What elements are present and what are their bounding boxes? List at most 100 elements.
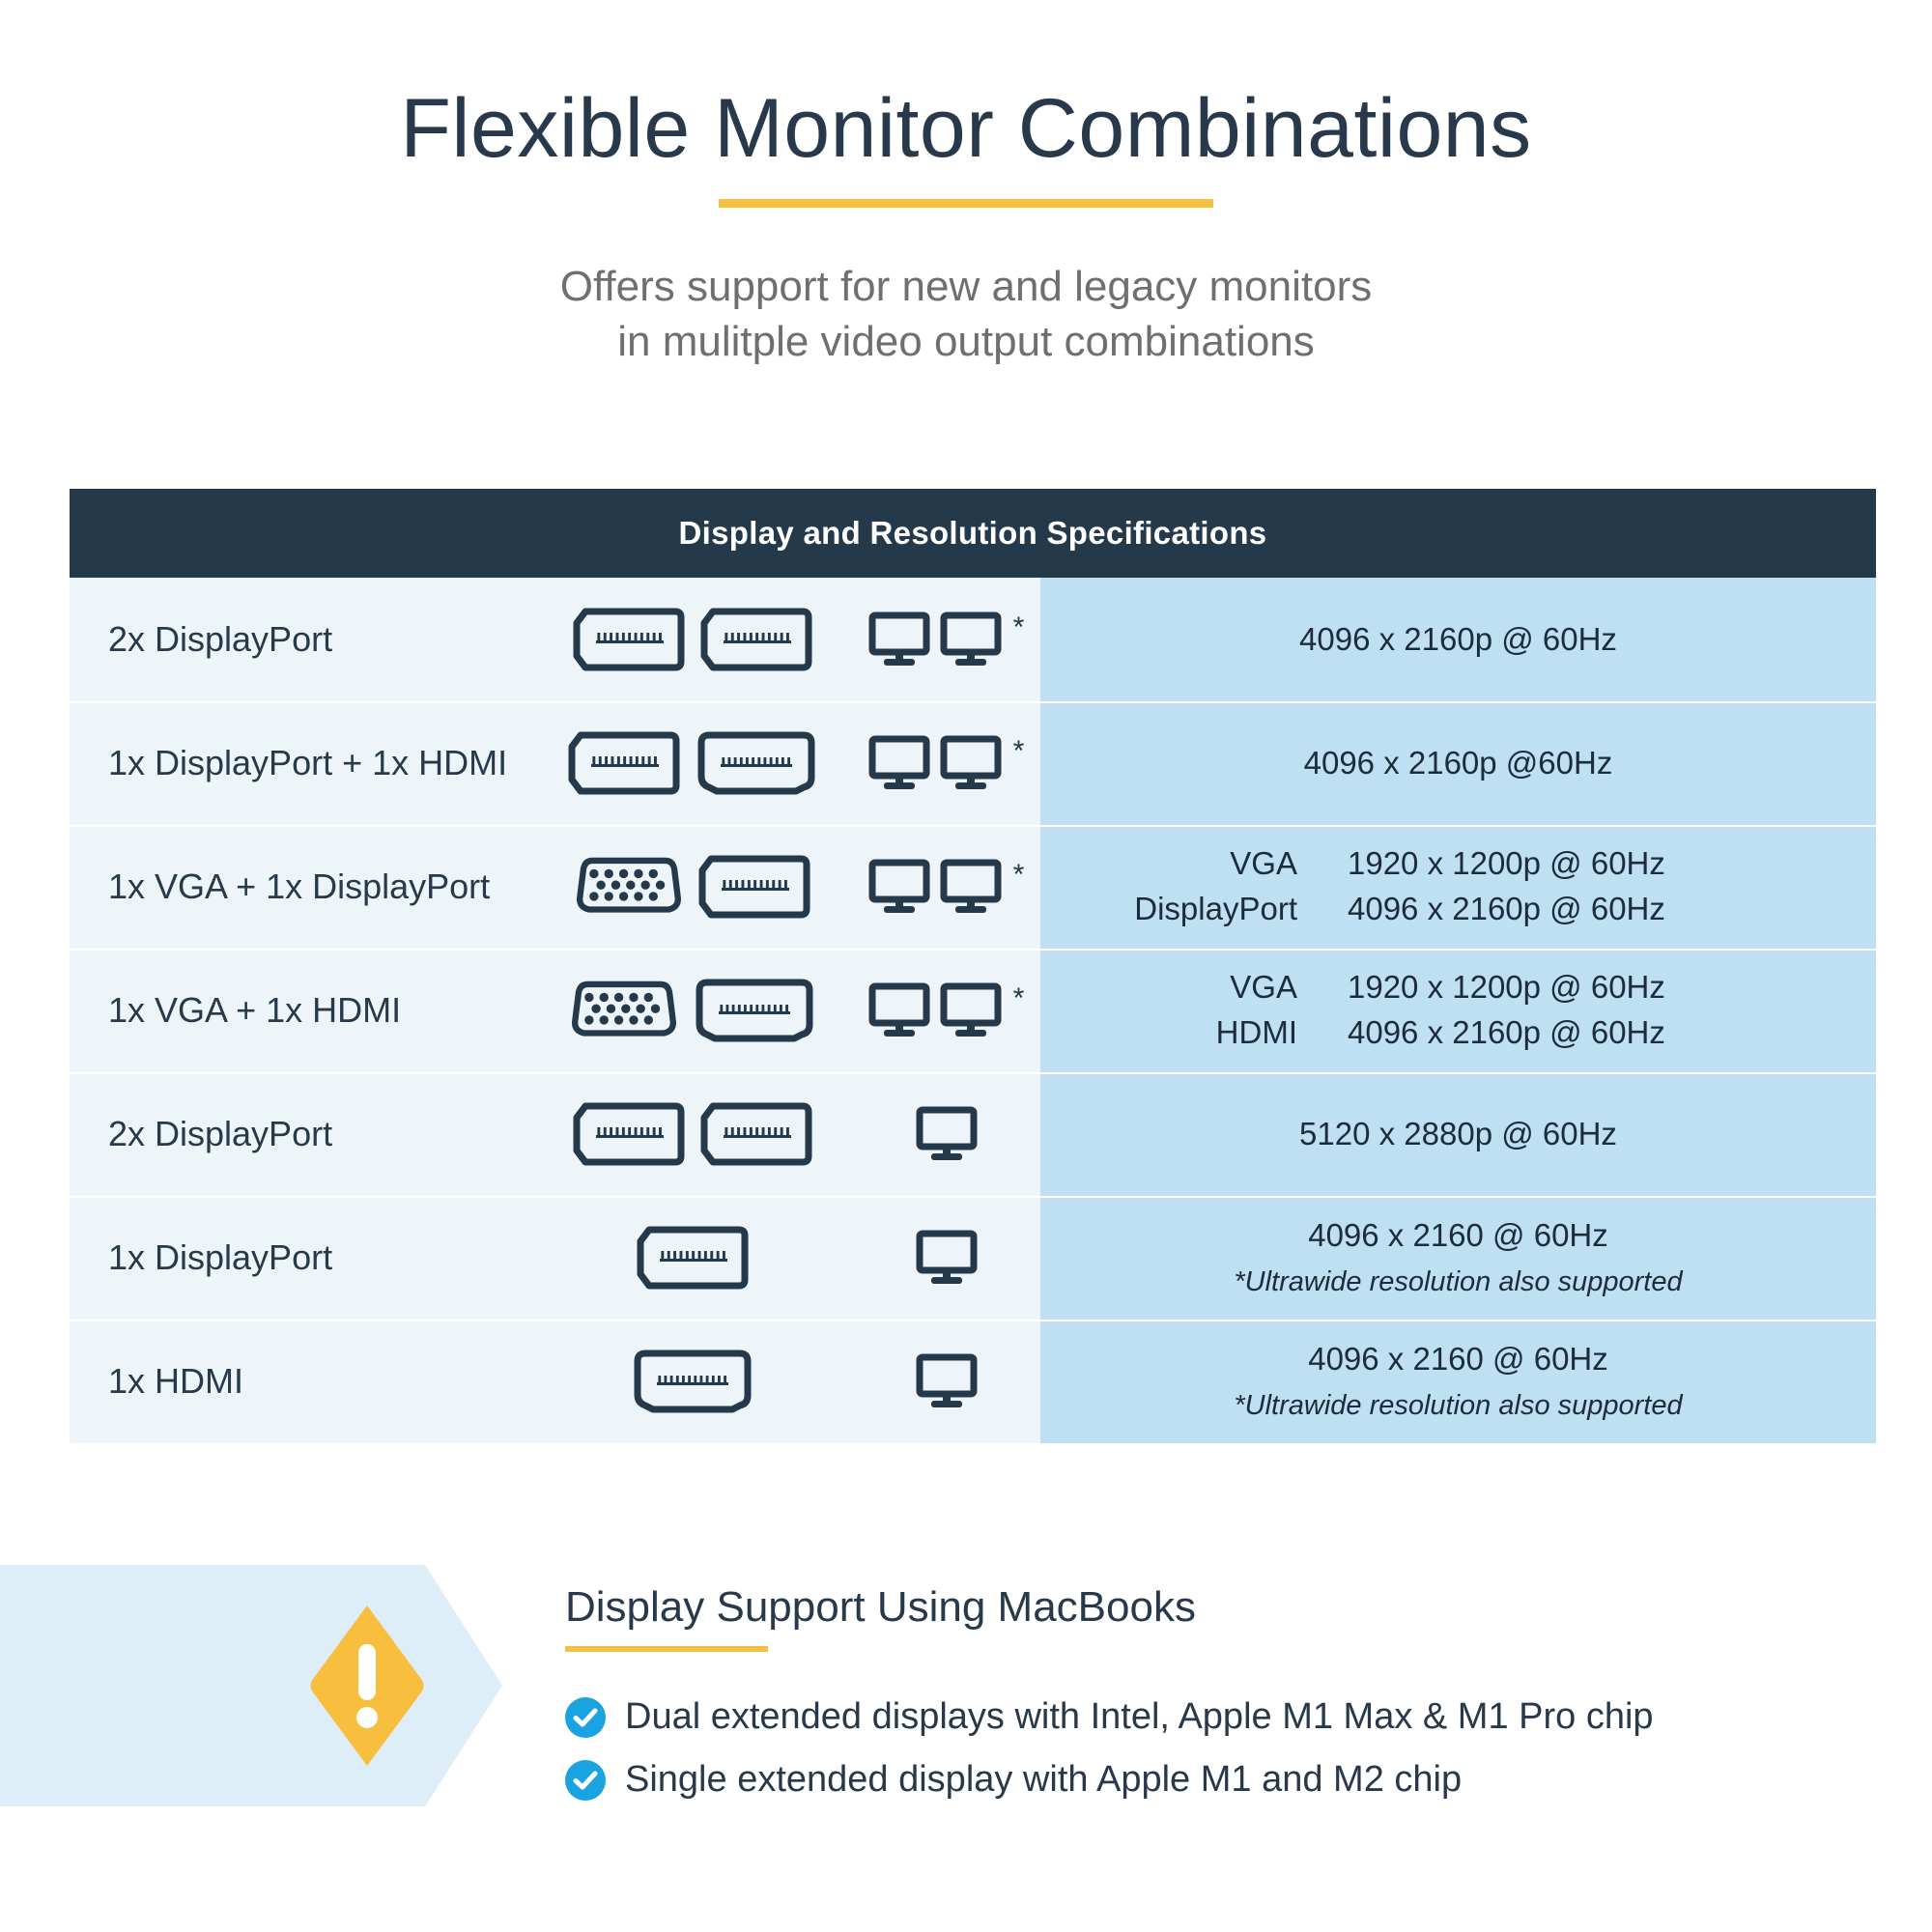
list-item: Dual extended displays with Intel, Apple…	[565, 1696, 1821, 1738]
monitor-icon	[868, 735, 930, 789]
asterisk-marker: *	[1012, 982, 1025, 1014]
displayport-connector-icon	[637, 1226, 749, 1290]
row-monitor-icons	[852, 1196, 1040, 1320]
row-resolution-cell: VGA HDMI 1920 x 1200p @ 60Hz 4096 x 2160p …	[1040, 949, 1876, 1072]
table-row: 1x DisplayPort 4096 x 2160 @ 60Hz *Ultraw…	[70, 1196, 1876, 1320]
monitor-icon	[868, 982, 930, 1037]
resolution-value: 4096 x 2160p @ 60Hz	[1299, 620, 1617, 657]
row-connector-icons	[533, 949, 852, 1072]
monitor-icon	[868, 611, 930, 666]
resolution-value: 4096 x 2160p @60Hz	[1303, 744, 1613, 781]
hdmi-connector-icon	[697, 731, 815, 795]
row-resolution-cell: 5120 x 2880p @ 60Hz	[1040, 1072, 1876, 1196]
displayport-connector-icon	[700, 608, 812, 671]
spec-table-body: 2x DisplayPort * 4096 x 2160p @ 60Hz 1x Di…	[70, 578, 1876, 1443]
resolution-text: 4096 x 2160 @ 60Hz *Ultrawide resolution …	[1040, 1337, 1876, 1426]
displayport-connector-icon	[700, 1102, 812, 1166]
check-circle-icon	[565, 1696, 606, 1738]
resolution-text: 4096 x 2160p @60Hz	[1040, 741, 1876, 786]
table-row: 1x DisplayPort + 1x HDMI *4096 x 2160p @…	[70, 701, 1876, 825]
check-circle-icon	[565, 1759, 606, 1801]
row-connector-icons	[533, 578, 852, 701]
subtitle-line-1: Offers support for new and legacy monito…	[559, 263, 1373, 311]
resolution-value: 4096 x 2160 @ 60Hz	[1308, 1340, 1608, 1377]
row-connector-icons	[533, 825, 852, 949]
asterisk-marker: *	[1012, 611, 1025, 643]
macbook-support-title: Display Support Using MacBooks	[565, 1583, 1196, 1631]
row-combination-label: 2x DisplayPort	[70, 578, 533, 701]
vga-connector-icon	[572, 980, 676, 1037]
row-monitor-icons	[852, 1320, 1040, 1443]
resolution-label: VGA	[1230, 845, 1297, 882]
row-connector-icons	[533, 701, 852, 825]
row-combination-label: 2x DisplayPort	[70, 1072, 533, 1196]
resolution-value: 5120 x 2880p @ 60Hz	[1299, 1115, 1617, 1151]
hdmi-connector-icon	[634, 1350, 752, 1413]
resolution-value: 4096 x 2160p @ 60Hz	[1348, 891, 1665, 926]
row-resolution-cell: 4096 x 2160p @60Hz	[1040, 701, 1876, 825]
macbook-support-section: Display Support Using MacBooks Dual exte…	[565, 1583, 1821, 1801]
row-resolution-cell: 4096 x 2160 @ 60Hz *Ultrawide resolution …	[1040, 1196, 1876, 1320]
row-combination-label: 1x VGA + 1x DisplayPort	[70, 825, 533, 949]
list-item: Single extended display with Apple M1 an…	[565, 1759, 1821, 1801]
spec-table: Display and Resolution Specifications 2x…	[70, 489, 1876, 1443]
asterisk-marker: *	[1012, 859, 1025, 891]
list-item-label: Dual extended displays with Intel, Apple…	[625, 1696, 1654, 1738]
row-monitor-icons	[852, 1072, 1040, 1196]
asterisk-marker: *	[1012, 735, 1025, 767]
monitor-icon	[916, 1230, 977, 1284]
monitor-icon	[940, 611, 1002, 666]
monitor-icon	[916, 1353, 977, 1407]
hero-section: Flexible Monitor Combinations Offers sup…	[0, 0, 1932, 369]
row-resolution-cell: VGA DisplayPort 1920 x 1200p @ 60Hz 4096 x…	[1040, 825, 1876, 949]
subtitle-line-2: in mulitple video output combinations	[617, 317, 1315, 365]
row-monitor-icons: *	[852, 578, 1040, 701]
row-connector-icons	[533, 1072, 852, 1196]
monitor-icon	[868, 859, 930, 913]
monitor-icon	[940, 982, 1002, 1037]
monitor-icon	[916, 1106, 977, 1160]
displayport-connector-icon	[698, 855, 810, 919]
spec-table-header: Display and Resolution Specifications	[70, 489, 1876, 578]
resolution-note: *Ultrawide resolution also supported	[1234, 1265, 1683, 1297]
row-combination-label: 1x HDMI	[70, 1320, 533, 1443]
hdmi-connector-icon	[696, 979, 813, 1042]
monitor-icon	[940, 735, 1002, 789]
vga-connector-icon	[577, 857, 681, 913]
row-combination-label: 1x DisplayPort	[70, 1196, 533, 1320]
resolution-value: 1920 x 1200p @ 60Hz	[1348, 969, 1665, 1006]
row-monitor-icons: *	[852, 825, 1040, 949]
resolution-text: 5120 x 2880p @ 60Hz	[1040, 1112, 1876, 1157]
row-resolution-cell: 4096 x 2160 @ 60Hz *Ultrawide resolution …	[1040, 1320, 1876, 1443]
table-row: 2x DisplayPort 5120 x 2880p @ 60Hz	[70, 1072, 1876, 1196]
resolution-label: VGA	[1230, 969, 1297, 1006]
resolution-text: 4096 x 2160 @ 60Hz *Ultrawide resolution …	[1040, 1213, 1876, 1302]
resolution-label: HDMI	[1215, 1014, 1297, 1050]
resolution-labels: VGA DisplayPort	[1040, 841, 1330, 932]
displayport-connector-icon	[568, 731, 680, 795]
table-row: 1x VGA + 1x HDMI * VGA HDMI 1920 x 1200p …	[70, 949, 1876, 1072]
hero-subtitle: Offers support for new and legacy monito…	[0, 260, 1932, 369]
warning-exclamation-icon	[309, 1604, 425, 1768]
row-monitor-icons: *	[852, 949, 1040, 1072]
resolution-value: 1920 x 1200p @ 60Hz	[1348, 845, 1665, 882]
resolution-note: *Ultrawide resolution also supported	[1234, 1389, 1683, 1421]
row-connector-icons	[533, 1196, 852, 1320]
row-monitor-icons: *	[852, 701, 1040, 825]
resolution-label: DisplayPort	[1134, 891, 1297, 926]
resolution-value: 4096 x 2160 @ 60Hz	[1308, 1216, 1608, 1253]
displayport-connector-icon	[573, 1102, 685, 1166]
resolution-values: 1920 x 1200p @ 60Hz 4096 x 2160p @ 60Hz	[1330, 965, 1847, 1056]
table-row: 2x DisplayPort * 4096 x 2160p @ 60Hz	[70, 578, 1876, 701]
row-combination-label: 1x VGA + 1x HDMI	[70, 949, 533, 1072]
warning-callout-banner	[0, 1565, 502, 1806]
monitor-icon	[940, 859, 1002, 913]
page-title: Flexible Monitor Combinations	[400, 82, 1532, 175]
row-resolution-cell: 4096 x 2160p @ 60Hz	[1040, 578, 1876, 701]
macbook-title-underline-accent	[565, 1646, 768, 1653]
list-item-label: Single extended display with Apple M1 an…	[625, 1759, 1463, 1801]
macbook-support-bullets: Dual extended displays with Intel, Apple…	[565, 1696, 1821, 1801]
row-connector-icons	[533, 1320, 852, 1443]
resolution-value: 4096 x 2160p @ 60Hz	[1348, 1014, 1665, 1050]
